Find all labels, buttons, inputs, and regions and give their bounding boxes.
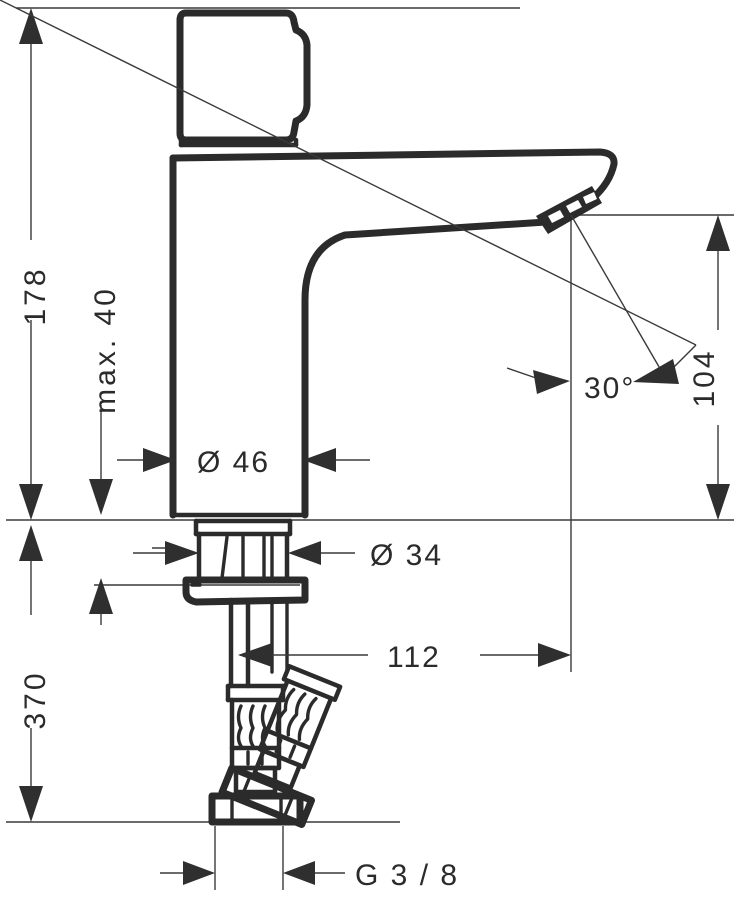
hex-nut-right-f1 — [239, 775, 252, 800]
dim-30-lead-right — [0, 0, 697, 346]
hose-right-sleeve-d2 — [288, 744, 297, 759]
dim-d46-label: Ø 46 — [197, 446, 270, 479]
hose-right-weave-3 — [297, 696, 318, 742]
hose-right-braid-l — [265, 678, 290, 733]
dim-104-arrow-top — [706, 215, 730, 251]
handle-notch-bottom — [294, 117, 302, 123]
faucet-assembly — [169, 9, 618, 828]
washer-void-1 — [196, 586, 246, 596]
dimension-max-40: max. 40 — [89, 286, 122, 625]
mounting-washer — [182, 576, 309, 606]
dim-104-arrow-bottom — [706, 484, 730, 520]
dim-d34-arrow-right — [288, 541, 321, 565]
dim-30-arrow-right — [633, 359, 679, 384]
dim-104-label: 104 — [688, 348, 721, 407]
dim-g38-arrow-right — [283, 861, 315, 885]
handle-notch-top — [294, 28, 302, 34]
dim-178-arrow-bottom — [19, 484, 43, 520]
hose-right-weave-1 — [275, 687, 296, 733]
lever-handle — [176, 9, 311, 148]
aerator-slot-3 — [583, 192, 597, 204]
dim-112-arrow-right — [538, 643, 571, 667]
mounting-shank — [193, 518, 293, 583]
hose-right-collar — [281, 663, 343, 703]
hose-right-neck — [252, 748, 302, 790]
hose-right-sleeve-d1 — [274, 738, 283, 754]
dim-d34-arrow-left — [165, 541, 199, 565]
dim-370-label: 370 — [19, 670, 52, 729]
hose-left-weave-1 — [236, 704, 243, 748]
dim-g38-label: G 3 / 8 — [355, 859, 459, 892]
hex-nut-right — [218, 764, 316, 828]
dimension-g38: G 3 / 8 — [160, 859, 459, 892]
dim-30-angle-line — [570, 214, 663, 373]
dim-30-label: 30° — [584, 372, 635, 405]
dimension-dia-34: Ø 34 — [133, 539, 443, 572]
dimension-30-deg: 30° — [0, 0, 697, 405]
hose-right-sleeve — [257, 728, 314, 770]
dimension-112: 112 — [238, 641, 571, 674]
dim-178-arrow-top — [19, 8, 43, 44]
dim-112-arrow-left — [238, 643, 272, 667]
dim-max40-label: max. 40 — [89, 286, 122, 414]
dim-d46-arrow-right — [303, 448, 336, 472]
dimension-dia-46: Ø 46 — [117, 446, 370, 479]
hose-right-weave-2 — [286, 692, 307, 737]
dim-max40-arrow-down — [89, 479, 113, 515]
aerator — [536, 186, 602, 234]
shank-detail-1 — [220, 535, 229, 580]
hose-left-sleeve — [229, 745, 282, 771]
dim-30-lead-right-2 — [672, 344, 697, 369]
body-right-edge — [301, 218, 550, 519]
flexible-hose-right — [218, 663, 343, 828]
dim-178-label: 178 — [19, 266, 52, 325]
dim-d46-arrow-left — [143, 448, 176, 472]
dim-g38-arrow-left — [183, 861, 215, 885]
dim-max40-arrow-up — [89, 578, 113, 614]
dimension-104: 104 — [688, 215, 730, 520]
dimension-370: 370 — [19, 525, 52, 822]
hose-left-weave-2 — [248, 704, 255, 748]
dim-370-arrow-top — [19, 525, 43, 561]
supply-stems — [228, 597, 289, 689]
dim-30-lead-left — [506, 367, 537, 379]
washer-outline — [182, 576, 309, 606]
dim-370-arrow-bottom — [19, 786, 43, 822]
hose-left-neck — [233, 765, 278, 795]
hex-nut-right-f2 — [283, 793, 295, 818]
extension-lines — [6, 7, 734, 890]
washer-void-3 — [284, 586, 300, 596]
dim-112-label: 112 — [387, 641, 441, 674]
washer-void-2 — [251, 586, 282, 596]
hose-right-braid-r — [308, 696, 334, 751]
dim-d34-label: Ø 34 — [370, 539, 443, 572]
dim-30-arrow-left — [533, 370, 570, 394]
aerator-slot-2 — [566, 200, 582, 213]
aerator-slot-1 — [548, 210, 564, 223]
dimension-178: 178 — [19, 8, 52, 520]
